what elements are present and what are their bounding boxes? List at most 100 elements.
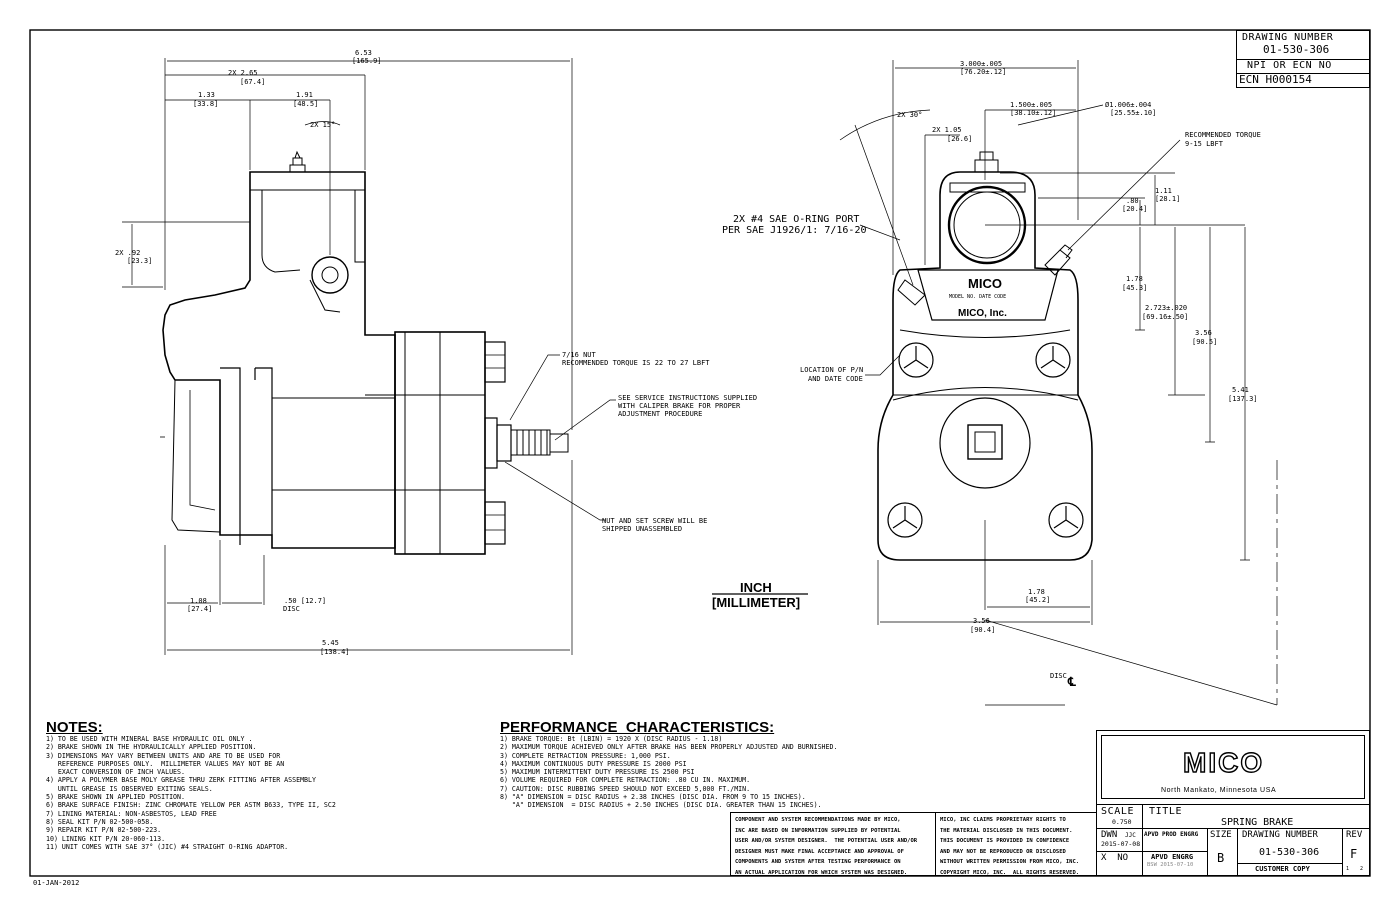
- svg-text:NUT AND SET SCREW WILL BE: NUT AND SET SCREW WILL BE: [602, 517, 707, 525]
- performance-item: 8) "A" DIMENSION = DISC RADIUS + 2.38 IN…: [500, 793, 806, 802]
- note-item: 4) APPLY A POLYMER BASE MOLY GREASE THRU…: [46, 776, 316, 785]
- svg-text:1.11: 1.11: [1155, 187, 1172, 195]
- svg-text:[76.20±.12]: [76.20±.12]: [960, 68, 1006, 76]
- revision: F: [1350, 847, 1358, 861]
- svg-text:2X 2.65: 2X 2.65: [228, 69, 258, 77]
- svg-text:.50 [12.7]: .50 [12.7]: [284, 597, 326, 605]
- note-item: 9) REPAIR KIT P/N 02-500-223.: [46, 826, 162, 835]
- svg-text:[45.3]: [45.3]: [1122, 284, 1147, 292]
- performance-item: 7) CAUTION: DISC RUBBING SPEED SHOULD NO…: [500, 784, 751, 793]
- note-item: 3) DIMENSIONS MAY VARY BETWEEN UNITS AND…: [46, 751, 281, 760]
- svg-text:WITH CALIPER BRAKE FOR PROPER: WITH CALIPER BRAKE FOR PROPER: [618, 402, 741, 410]
- svg-text:SHIPPED UNASSEMBLED: SHIPPED UNASSEMBLED: [602, 525, 682, 533]
- svg-text:[27.4]: [27.4]: [187, 605, 212, 613]
- svg-text:2X 1.05: 2X 1.05: [932, 126, 962, 134]
- svg-text:[138.4]: [138.4]: [320, 648, 350, 656]
- svg-text:3.56: 3.56: [973, 617, 990, 625]
- disclaimer-recommendations: COMPONENT AND SYSTEM RECOMMENDATIONS MAD…: [730, 812, 936, 876]
- caliper-body: [162, 171, 396, 549]
- logo-panel: [1101, 735, 1365, 799]
- svg-text:MODEL NO. DATE CODE: MODEL NO. DATE CODE: [949, 294, 1006, 300]
- plate-logo: MICO: [968, 276, 1002, 291]
- svg-text:[69.16±.50]: [69.16±.50]: [1142, 313, 1188, 321]
- name-plate: [917, 269, 1059, 321]
- note-item: 7) LINING MATERIAL: NON-ASBESTOS, LEAD F…: [46, 809, 217, 818]
- svg-text:1.500±.005: 1.500±.005: [1010, 101, 1052, 109]
- mount-bore: [947, 185, 1027, 265]
- notes-list: 1) TO BE USED WITH MINERAL BASE HYDRAULI…: [46, 735, 336, 851]
- svg-text:2.723±.020: 2.723±.020: [1145, 304, 1187, 312]
- zerk-fitting: [289, 150, 306, 172]
- note-item: 5) BRAKE SHOWN IN APPLIED POSITION.: [46, 793, 185, 802]
- svg-text:[28.1]: [28.1]: [1155, 195, 1180, 203]
- svg-text:5.41: 5.41: [1232, 386, 1249, 394]
- performance-list: 1) BRAKE TORQUE: Bt (LBIN) = 1920 X (DIS…: [500, 735, 837, 810]
- side-view-dimensions: [122, 58, 616, 655]
- svg-text:[20.4]: [20.4]: [1122, 205, 1147, 213]
- ecn-number: ECN H000154: [1239, 73, 1312, 86]
- svg-text:[165.9]: [165.9]: [352, 57, 382, 65]
- svg-text:[90.5]: [90.5]: [1192, 338, 1217, 346]
- svg-text:3.000±.005: 3.000±.005: [960, 60, 1002, 68]
- units-inch: INCH: [740, 580, 772, 595]
- performance-item: 5) MAXIMUM INTERMITTENT DUTY PRESSURE IS…: [500, 768, 695, 777]
- side-view: [160, 150, 569, 555]
- svg-text:[137.3]: [137.3]: [1228, 395, 1258, 403]
- dim-overall-width: 6.53: [355, 49, 372, 57]
- mico-logo: MICO: [1182, 747, 1265, 778]
- svg-text:7/16 NUT: 7/16 NUT: [562, 351, 597, 359]
- end-view-dimensions: [839, 60, 1278, 706]
- svg-text:[23.3]: [23.3]: [127, 257, 152, 265]
- svg-text:1.08: 1.08: [190, 597, 207, 605]
- drawing-number-top: 01-530-306: [1263, 43, 1330, 56]
- notes-heading: NOTES:: [46, 719, 103, 736]
- svg-text:1.78: 1.78: [1028, 588, 1045, 596]
- performance-heading: PERFORMANCE CHARACTERISTICS:: [500, 719, 775, 736]
- end-view-outline: [877, 171, 1093, 561]
- svg-text:ADJUSTMENT PROCEDURE: ADJUSTMENT PROCEDURE: [618, 410, 702, 418]
- drawing-border: [29, 29, 1371, 877]
- svg-text:1.33: 1.33: [198, 91, 215, 99]
- drawing-number-box: DRAWING NUMBER 01-530-306 NPI OR ECN NO …: [1236, 30, 1370, 88]
- note-item: 11) UNIT COMES WITH SAE 37° (JIC) #4 STR…: [46, 842, 289, 851]
- svg-text:DISC: DISC: [1050, 672, 1067, 680]
- svg-text:9-15 LBFT: 9-15 LBFT: [1185, 140, 1224, 148]
- svg-text:[48.5]: [48.5]: [293, 100, 318, 108]
- svg-text:.80: .80: [1126, 197, 1139, 205]
- svg-text:5.45: 5.45: [322, 639, 339, 647]
- svg-text:[90.4]: [90.4]: [970, 626, 995, 634]
- svg-text:[25.55±.10]: [25.55±.10]: [1110, 109, 1156, 117]
- note-item: 2) BRAKE SHOWN IN THE HYDRAULICALLY APPL…: [46, 743, 257, 752]
- svg-text:SEE SERVICE INSTRUCTIONS SUPPL: SEE SERVICE INSTRUCTIONS SUPPLIED: [618, 394, 757, 402]
- performance-item: 6) VOLUME REQUIRED FOR COMPLETE RETRACTI…: [500, 776, 751, 785]
- units-millimeter: [MILLIMETER]: [712, 595, 800, 610]
- svg-text:3.56: 3.56: [1195, 329, 1212, 337]
- note-item: 6) BRAKE SURFACE FINISH: ZINC CHROMATE Y…: [46, 801, 336, 810]
- note-item: UNTIL GREASE IS OBSERVED EXITING SEALS.: [46, 784, 213, 793]
- svg-text:PER SAE J1926/1: 7/16-20: PER SAE J1926/1: 7/16-20: [722, 225, 867, 236]
- svg-text:LOCATION OF P/N: LOCATION OF P/N: [800, 366, 863, 374]
- note-item: 8) SEAL KIT P/N 02-500-058.: [46, 817, 154, 826]
- svg-text:℄: ℄: [1067, 675, 1076, 689]
- note-item: 10) LINING KIT P/N 20-060-113.: [46, 834, 166, 843]
- port-callout: 2X #4 SAE O-RING PORT: [733, 214, 859, 225]
- drawing-title: SPRING BRAKE: [1221, 817, 1294, 828]
- svg-text:1.78: 1.78: [1126, 275, 1143, 283]
- scale-value: 0.750: [1112, 818, 1132, 826]
- svg-text:[45.2]: [45.2]: [1025, 596, 1050, 604]
- svg-text:RECOMMENDED TORQUE: RECOMMENDED TORQUE: [1185, 131, 1261, 139]
- svg-text:2X .92: 2X .92: [115, 249, 140, 257]
- note-item: REFERENCE PURPOSES ONLY. MILLIMETER VALU…: [46, 759, 285, 768]
- drawing-number: 01-530-306: [1259, 847, 1320, 858]
- performance-item: 1) BRAKE TORQUE: Bt (LBIN) = 1920 X (DIS…: [500, 735, 723, 743]
- disclaimer-proprietary: MICO, INC CLAIMS PROPRIETARY RIGHTS TO T…: [935, 812, 1097, 876]
- svg-text:[26.6]: [26.6]: [947, 135, 972, 143]
- sheet-size: B: [1217, 851, 1225, 865]
- plate-name: MICO, Inc.: [958, 308, 1007, 319]
- set-screw: [510, 429, 551, 456]
- note-item: 1) TO BE USED WITH MINERAL BASE HYDRAULI…: [46, 735, 253, 743]
- svg-text:[38.10±.12]: [38.10±.12]: [1010, 109, 1056, 117]
- performance-item: 3) COMPLETE RETRACTION PRESSURE: 1,000 P…: [500, 751, 671, 760]
- performance-item: 4) MAXIMUM CONTINUOUS DUTY PRESSURE IS 2…: [500, 759, 687, 768]
